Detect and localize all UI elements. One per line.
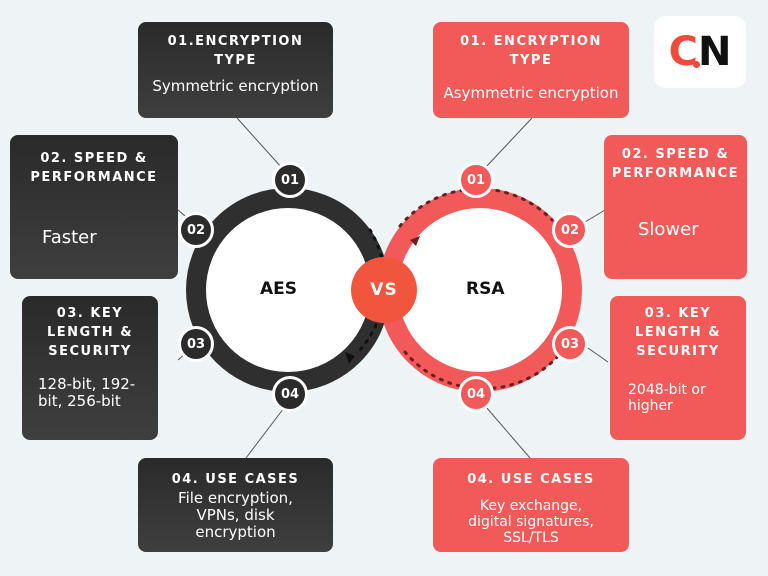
rsa-card-encryption-type: 01. ENCRYPTION TYPE Asymmetric encryptio… [433,22,629,118]
card-title: 02. SPEED & PERFORMANCE [30,151,158,185]
logo-letter-n: N [692,29,731,75]
rsa-badge-01: 01 [458,162,494,198]
rsa-dotted-arc-lower [403,350,562,391]
brand-logo: C N [654,16,746,88]
card-description: Key exchange, digital signatures, SSL/TL… [468,498,594,546]
card-description: 128-bit, 192- bit, 256-bit [38,375,136,410]
card-description: Slower [638,219,699,240]
card-description: Faster [42,227,97,248]
vs-badge: VS [351,257,417,323]
rsa-badge-03: 03 [552,326,588,362]
aes-badge-02: 02 [178,212,214,248]
aes-badge-04: 04 [272,376,308,412]
rsa-label: RSA [466,279,505,299]
aes-card-speed: 02. SPEED & PERFORMANCE Faster [10,135,178,279]
aes-card-key-length: 03. KEY LENGTH & SECURITY 128-bit, 192- … [22,296,158,440]
card-description: Asymmetric encryption [443,84,619,102]
card-description: Symmetric encryption [152,77,319,95]
card-title: 03. KEY LENGTH & SECURITY [46,306,134,359]
card-title: 01.ENCRYPTION TYPE [167,34,304,68]
card-description: 2048-bit or higher [628,382,706,414]
aes-card-encryption-type: 01.ENCRYPTION TYPE Symmetric encryption [138,22,333,118]
rsa-card-speed: 02. SPEED & PERFORMANCE Slower [604,135,747,279]
card-title: 03. KEY LENGTH & SECURITY [634,306,722,359]
aes-arrow-icon [345,352,355,364]
card-title: 04. USE CASES [467,472,595,487]
aes-badge-03: 03 [178,326,214,362]
rsa-badge-02: 02 [552,212,588,248]
aes-label: AES [260,279,298,299]
rsa-arrow-icon [410,236,420,246]
card-title: 02. SPEED & PERFORMANCE [611,147,740,181]
rsa-card-key-length: 03. KEY LENGTH & SECURITY 2048-bit or hi… [610,296,746,440]
card-description: File encryption, VPNs, disk encryption [178,489,293,541]
logo-letter-c: C [668,29,698,75]
rsa-card-use-cases: 04. USE CASES Key exchange, digital sign… [433,458,629,552]
aes-card-use-cases: 04. USE CASES File encryption, VPNs, dis… [138,458,333,552]
aes-badge-01: 01 [272,162,308,198]
card-title: 01. ENCRYPTION TYPE [460,34,602,68]
rsa-badge-04: 04 [458,376,494,412]
card-title: 04. USE CASES [171,472,300,487]
logo-dot [692,61,700,68]
